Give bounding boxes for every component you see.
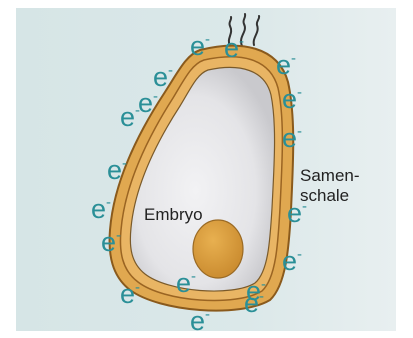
embryo-body	[193, 220, 243, 278]
electron-symbol: e-	[190, 306, 210, 336]
electron-symbol: e-	[120, 102, 140, 132]
electron-symbol: e-	[282, 246, 302, 276]
electron-symbol: e-	[287, 198, 307, 228]
electron-symbol: e-	[120, 279, 140, 309]
electron-symbol: e-	[91, 194, 111, 224]
seed-coat-label-line1: Samen-	[300, 166, 360, 185]
electron-symbol: e-	[282, 123, 302, 153]
electron-symbol: e-	[276, 50, 296, 80]
electron-symbol: e-	[282, 84, 302, 114]
embryo-label: Embryo	[144, 205, 203, 224]
seed-coat-label-line2: schale	[300, 186, 349, 205]
